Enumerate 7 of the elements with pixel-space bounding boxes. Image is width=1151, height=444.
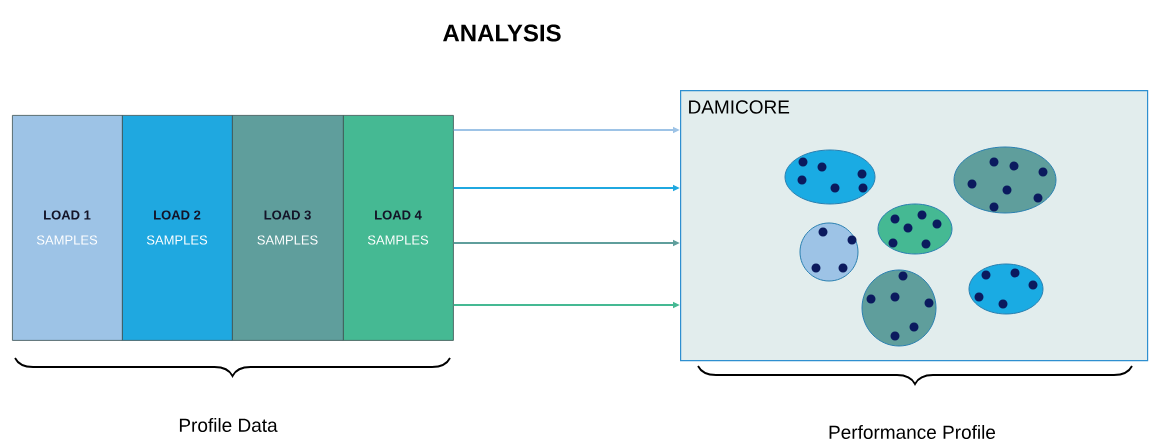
group-label: Profile Data [179,418,278,432]
sample-box: LOAD 4 SAMPLES [343,115,454,341]
sample-box: LOAD 1 SAMPLES [12,115,123,341]
sample-box: LOAD 3 SAMPLES [232,115,344,341]
sample-box: LOAD 2 SAMPLES [122,115,233,341]
title: ANALYSIS [443,24,561,42]
group-label: Performance Profile [829,425,996,439]
